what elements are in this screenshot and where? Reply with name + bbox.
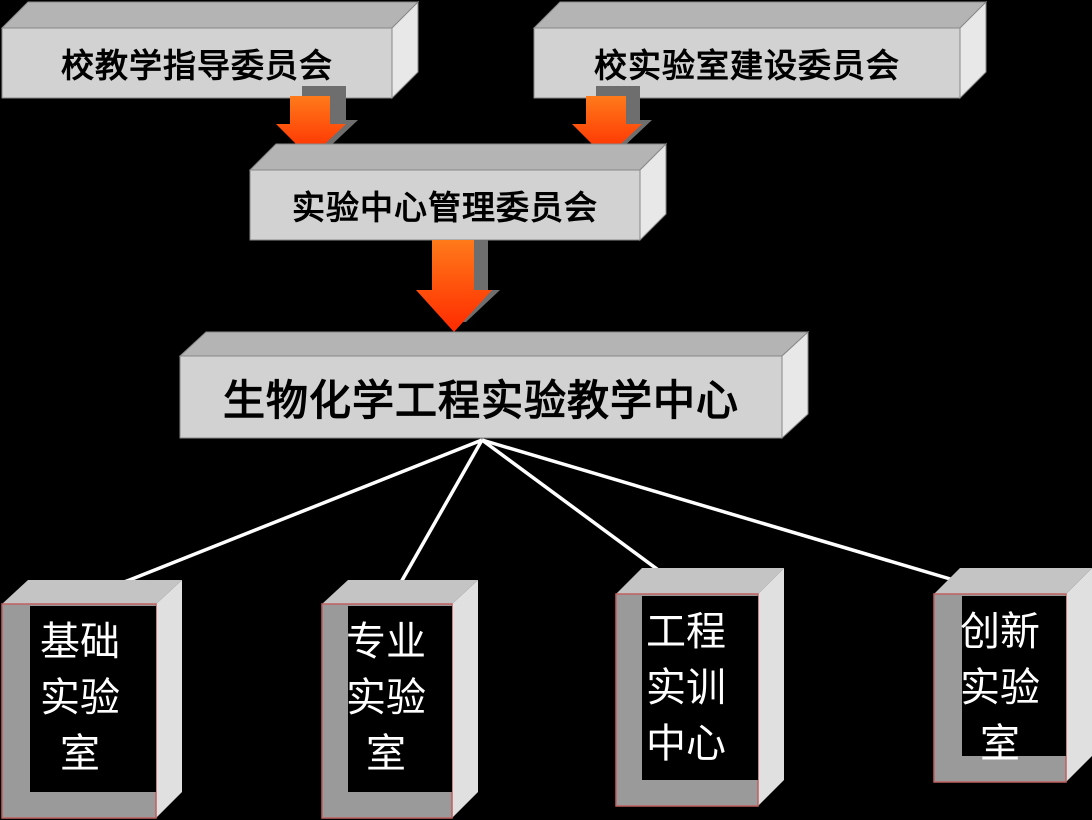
connectors	[62, 438, 1002, 606]
unit-label-4: 创新 实验 室	[950, 604, 1050, 772]
unit-label-2: 专业 实验 室	[336, 614, 436, 782]
middle-box	[248, 142, 668, 242]
top-right-box	[532, 0, 988, 100]
unit-2-line-2: 实验	[346, 675, 426, 721]
connector-4	[481, 438, 995, 594]
unit-frame-1	[1, 580, 182, 819]
connector-2	[390, 439, 484, 599]
center-box	[178, 330, 810, 440]
unit-3-line-3: 中心	[646, 721, 726, 767]
unit-4-line-2: 实验	[960, 665, 1040, 711]
connector-3	[480, 438, 682, 588]
unit-1-line-1: 基础	[40, 619, 120, 665]
unit-label-3: 工程 实训 中心	[636, 604, 736, 772]
top-left-title: 校教学指导委员会	[61, 46, 333, 85]
unit-2-line-1: 专业	[346, 619, 426, 665]
unit-4-line-1: 创新	[960, 609, 1040, 655]
unit-2-line-3: 室	[366, 731, 406, 777]
unit-label-1: 基础 实验 室	[30, 614, 130, 782]
unit-1-line-2: 实验	[40, 675, 120, 721]
unit-frame-3	[615, 568, 784, 807]
arrow-middle	[416, 240, 500, 332]
top-right-title: 校实验室建设委员会	[594, 46, 900, 85]
unit-frame-4	[933, 568, 1092, 783]
unit-3-line-1: 工程	[646, 609, 726, 655]
unit-frame-2	[321, 580, 478, 819]
middle-title: 实验中心管理委员会	[292, 188, 598, 227]
unit-4-line-3: 室	[980, 721, 1020, 767]
arrow-top-left	[276, 86, 358, 158]
top-left-box	[0, 0, 420, 100]
center-title: 生物化学工程实验教学中心	[222, 375, 739, 425]
arrow-top-right	[572, 86, 652, 158]
unit-3-line-2: 实训	[646, 665, 726, 711]
unit-1-line-3: 室	[60, 731, 100, 777]
connector-1	[73, 438, 483, 604]
